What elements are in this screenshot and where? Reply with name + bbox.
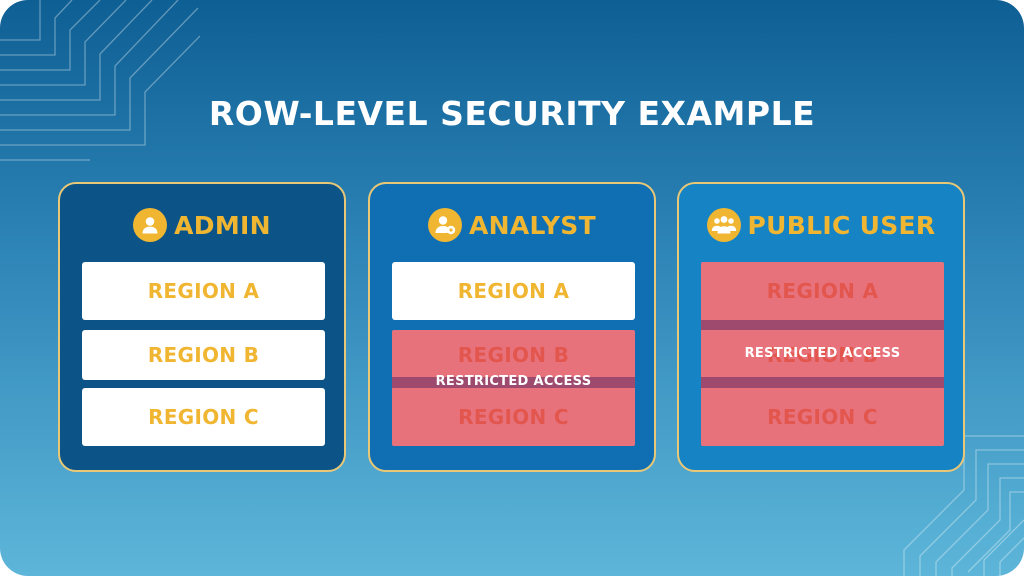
page-title: ROW-LEVEL SECURITY EXAMPLE [208, 94, 816, 133]
region-row: REGION A [701, 262, 944, 320]
public-user-card: PUBLIC USER REGION A REGION B REGION C R… [677, 182, 965, 472]
card-header: PUBLIC USER [679, 204, 963, 246]
region-label: REGION C [767, 405, 878, 429]
role-label: PUBLIC USER [747, 210, 936, 240]
region-label: REGION A [147, 279, 260, 303]
region-label: REGION C [148, 405, 259, 429]
restricted-access-label: RESTRICTED ACCESS [435, 374, 592, 389]
region-label: REGION B [457, 343, 570, 367]
role-label: ANALYST [469, 210, 596, 240]
region-row: REGION A [392, 262, 635, 320]
region-label: REGION A [457, 279, 570, 303]
user-icon [133, 208, 168, 242]
restricted-access-label: RESTRICTED ACCESS [744, 346, 901, 361]
admin-card: ADMIN REGION A REGION B REGION C [58, 182, 346, 472]
user-settings-icon [428, 208, 463, 242]
role-label: ADMIN [174, 210, 271, 240]
region-row: REGION B [701, 330, 944, 380]
region-row: REGION A [82, 262, 325, 320]
restricted-block [701, 262, 944, 446]
restricted-block [392, 330, 635, 446]
restricted-stripe [392, 377, 635, 388]
region-label: REGION B [147, 343, 260, 367]
restricted-stripe [701, 320, 944, 330]
user-group-icon [706, 208, 741, 242]
region-row: REGION B [82, 330, 325, 380]
region-row: REGION C [701, 388, 944, 446]
region-row: REGION C [82, 388, 325, 446]
region-row: REGION C [392, 388, 635, 446]
circuit-decoration-top-left [0, 0, 200, 161]
restricted-stripe [701, 377, 944, 388]
region-label: REGION C [458, 405, 569, 429]
card-header: ADMIN [60, 204, 344, 246]
region-label: REGION B [766, 343, 879, 367]
analyst-card: ANALYST REGION A REGION B REGION C RESTR… [368, 182, 656, 472]
region-row: REGION B [392, 330, 635, 380]
card-header: ANALYST [370, 204, 654, 246]
region-label: REGION A [766, 279, 879, 303]
